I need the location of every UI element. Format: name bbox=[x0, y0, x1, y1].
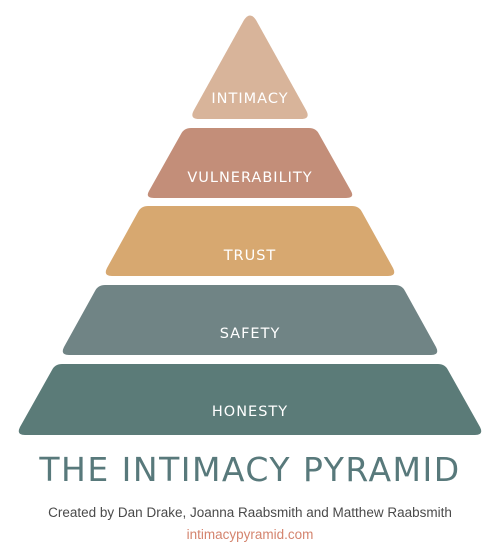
pyramid-tier-honesty: HONESTY bbox=[18, 364, 482, 435]
tier-shape-honesty bbox=[18, 364, 482, 435]
credit-line: Created by Dan Drake, Joanna Raabsmith a… bbox=[48, 505, 452, 520]
tier-shape-trust bbox=[105, 206, 395, 276]
pyramid-tier-trust: TRUST bbox=[105, 206, 395, 276]
tier-label-vulnerability: VULNERABILITY bbox=[187, 170, 312, 186]
tier-shape-vulnerability bbox=[147, 128, 353, 198]
tier-label-trust: TRUST bbox=[223, 248, 277, 264]
page-title: THE INTIMACY PYRAMID bbox=[39, 450, 461, 489]
pyramid-tier-vulnerability: VULNERABILITY bbox=[147, 128, 353, 198]
website-link[interactable]: intimacypyramid.com bbox=[186, 527, 314, 542]
tier-label-intimacy: INTIMACY bbox=[211, 91, 288, 107]
intimacy-pyramid-diagram: INTIMACY VULNERABILITY TRUST SAFETY HONE… bbox=[18, 15, 482, 435]
pyramid-tier-intimacy: INTIMACY bbox=[192, 15, 308, 119]
tier-shape-safety bbox=[62, 285, 438, 355]
tier-shape-intimacy bbox=[192, 15, 308, 119]
tier-label-safety: SAFETY bbox=[220, 326, 281, 342]
tier-label-honesty: HONESTY bbox=[212, 404, 288, 420]
pyramid-tier-safety: SAFETY bbox=[62, 285, 438, 355]
